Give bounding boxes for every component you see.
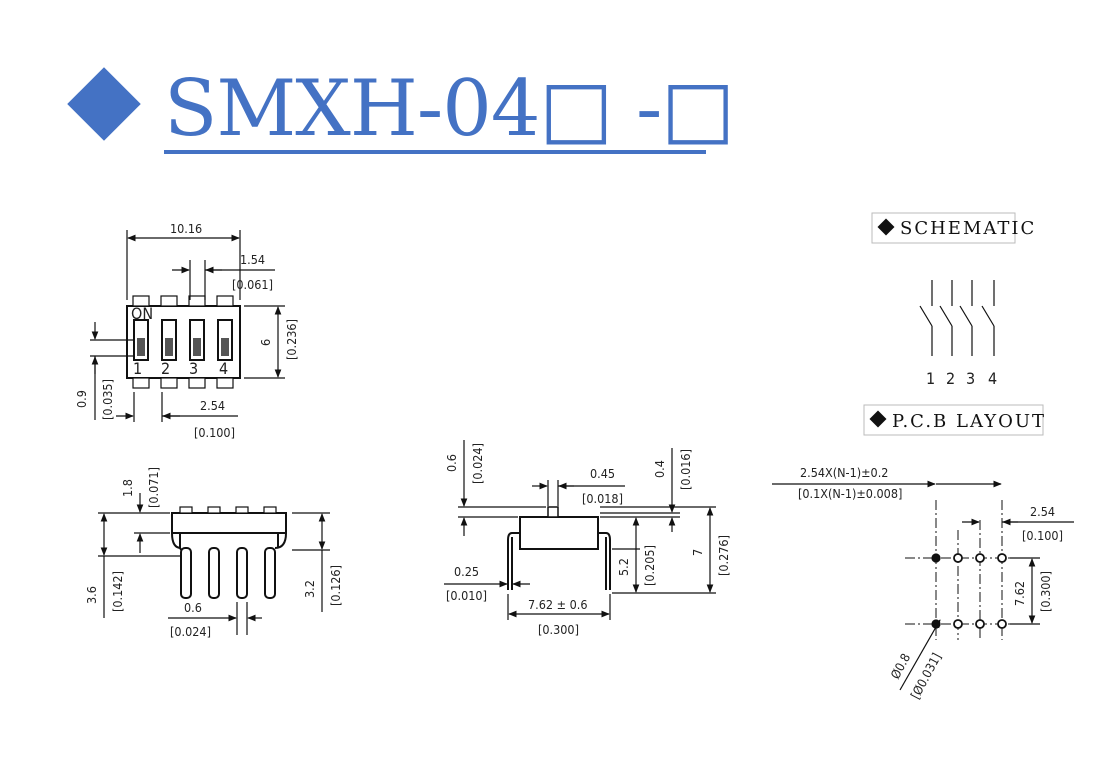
pcb-header: P.C.B LAYOUT (892, 411, 1046, 432)
pcb-diamond-icon (869, 410, 887, 428)
switch-number: 2 (161, 359, 170, 378)
pin-length-inch: [0.126] (328, 565, 343, 606)
on-label: ON (131, 304, 153, 323)
actuator-width-dimension: 0.45 (590, 466, 615, 481)
title-underline (164, 150, 706, 154)
pin-thickness-dimension: 0.25 (454, 564, 479, 579)
actuator-height-inch: [0.024] (470, 443, 485, 484)
width-dimension: 10.16 (170, 221, 202, 236)
switch-number: 1 (133, 359, 142, 378)
row-spacing-inch: [0.300] (538, 622, 579, 637)
actuator-width-inch: [0.018] (582, 491, 623, 506)
pcb-row-spacing-inch: [0.300] (1038, 571, 1053, 612)
total-height-dimension: 7 (690, 549, 705, 556)
switch-number: 4 (219, 359, 228, 378)
schematic-number: 1 (926, 369, 935, 388)
part-number-title: SMXH-04□ -□ (164, 64, 735, 154)
total-height-dimension: 3.6 (84, 586, 99, 604)
pitch-inch: [0.100] (194, 425, 235, 440)
pcb-pitch-inch: [0.100] (1022, 528, 1063, 543)
top-view (90, 230, 285, 422)
pcb-layout (772, 404, 1074, 691)
offset-dimension: 0.9 (74, 390, 89, 408)
body-height-inch: [0.205] (642, 545, 657, 586)
pin-width-inch: [0.024] (170, 624, 211, 639)
offset-inch: [0.035] (100, 379, 115, 420)
pin-length-dimension: 3.2 (302, 580, 317, 598)
pin-width-dimension: 0.6 (184, 600, 202, 615)
pitch-small-inch: [0.061] (232, 277, 273, 292)
schematic-header: SCHEMATIC (900, 218, 1036, 239)
front-view (98, 493, 330, 635)
schematic-number: 3 (966, 369, 975, 388)
pitch-formula: 2.54X(N-1)±0.2 (800, 465, 888, 480)
total-height-inch: [0.142] (110, 571, 125, 612)
pitch-small-dimension: 1.54 (240, 252, 265, 267)
pcb-row-spacing-dimension: 7.62 (1012, 581, 1027, 606)
schematic-symbol (871, 212, 1016, 356)
height-inch: [0.236] (284, 319, 299, 360)
top-height-inch: [0.071] (146, 467, 161, 508)
pcb-pitch-dimension: 2.54 (1030, 504, 1055, 519)
lip-inch: [0.016] (678, 449, 693, 490)
pitch-formula-inch: [0.1X(N-1)±0.008] (798, 486, 902, 501)
lip-dimension: 0.4 (652, 460, 667, 478)
body-height-dimension: 5.2 (616, 558, 631, 576)
schematic-number: 4 (988, 369, 997, 388)
pin-thickness-inch: [0.010] (446, 588, 487, 603)
actuator-height-dimension: 0.6 (444, 454, 459, 472)
hole-diameter: Ø0.8 (887, 651, 913, 682)
schematic-number: 2 (946, 369, 955, 388)
switch-number: 3 (189, 359, 198, 378)
top-height-dimension: 1.8 (120, 479, 135, 497)
row-spacing-dimension: 7.62 ± 0.6 (528, 597, 587, 612)
pitch-dimension: 2.54 (200, 398, 225, 413)
height-dimension: 6 (258, 339, 273, 346)
side-view (444, 440, 716, 620)
title-block: SMXH-04□ -□ (67, 60, 735, 160)
total-height-inch: [0.276] (716, 535, 731, 576)
schematic-diamond-icon (877, 218, 895, 236)
